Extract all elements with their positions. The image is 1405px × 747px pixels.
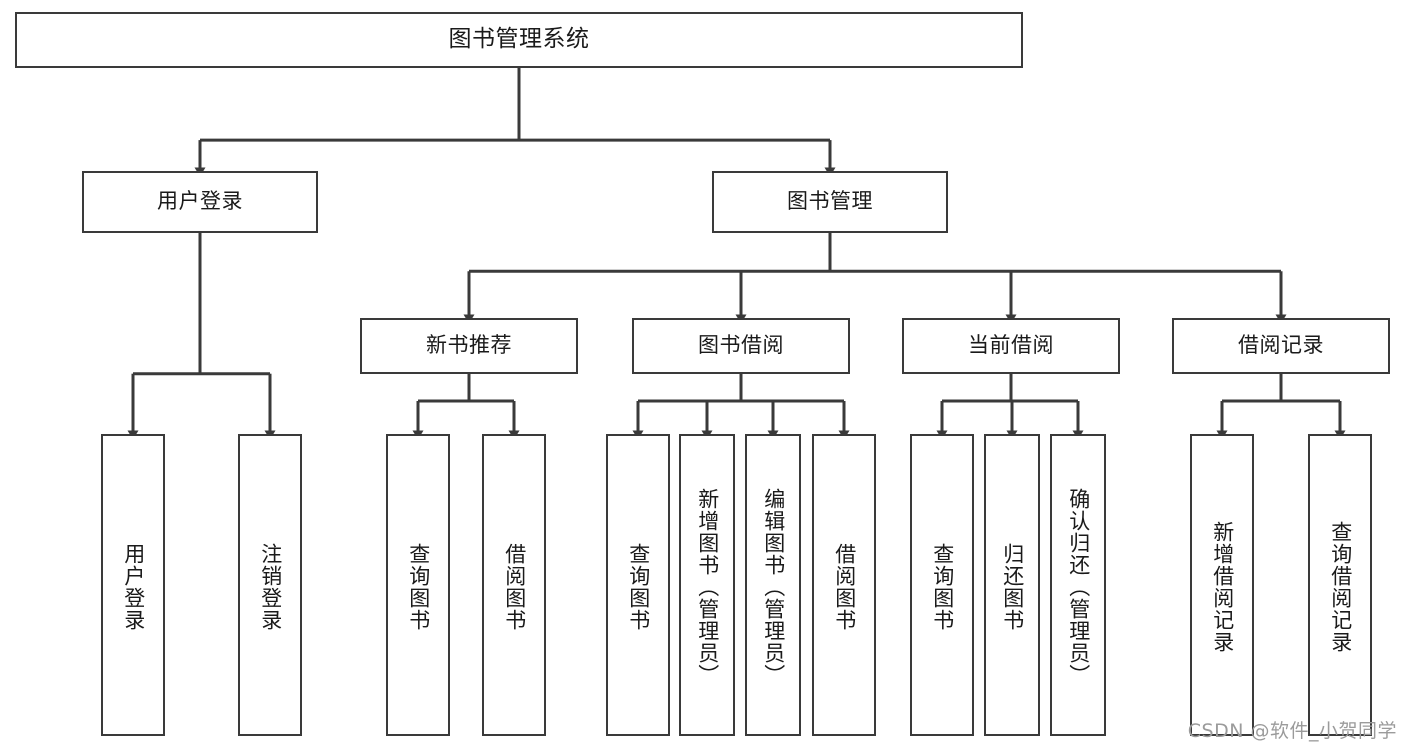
node-leaf-user-login[interactable]: 用户登录 [101, 434, 165, 736]
node-leaf-borrow-book-2[interactable]: 借阅图书 [812, 434, 876, 736]
node-label: 查询借阅记录 [1328, 521, 1353, 653]
node-root[interactable]: 图书管理系统 [15, 12, 1023, 68]
node-label: 查询图书 [626, 543, 651, 631]
node-label: 用户登录 [157, 189, 243, 214]
node-label: 图书借阅 [698, 333, 784, 358]
node-leaf-logout[interactable]: 注销登录 [238, 434, 302, 736]
node-label: 确认归还（管理员） [1066, 488, 1091, 686]
node-book-borrow[interactable]: 图书借阅 [632, 318, 850, 374]
node-label: 用户登录 [121, 543, 146, 631]
node-label: 新增图书（管理员） [695, 488, 720, 686]
node-label: 借阅记录 [1238, 333, 1324, 358]
node-label: 当前借阅 [968, 333, 1054, 358]
watermark: CSDN @软件_小贺同学 [1187, 720, 1397, 742]
node-label: 新增借阅记录 [1210, 521, 1235, 653]
node-leaf-query-book-3[interactable]: 查询图书 [910, 434, 974, 736]
node-leaf-borrow-book-1[interactable]: 借阅图书 [482, 434, 546, 736]
node-label: 借阅图书 [832, 543, 857, 631]
node-new-book-rec[interactable]: 新书推荐 [360, 318, 578, 374]
node-leaf-query-record[interactable]: 查询借阅记录 [1308, 434, 1372, 736]
node-leaf-add-record[interactable]: 新增借阅记录 [1190, 434, 1254, 736]
node-label: 编辑图书（管理员） [761, 488, 786, 686]
node-leaf-edit-book[interactable]: 编辑图书（管理员） [745, 434, 801, 736]
node-user-login[interactable]: 用户登录 [82, 171, 318, 233]
node-leaf-add-book[interactable]: 新增图书（管理员） [679, 434, 735, 736]
node-borrow-record[interactable]: 借阅记录 [1172, 318, 1390, 374]
node-label: 借阅图书 [502, 543, 527, 631]
node-label: 归还图书 [1000, 543, 1025, 631]
node-label: 图书管理系统 [448, 26, 590, 53]
node-book-manage[interactable]: 图书管理 [712, 171, 948, 233]
node-current-borrow[interactable]: 当前借阅 [902, 318, 1120, 374]
node-leaf-confirm-return[interactable]: 确认归还（管理员） [1050, 434, 1106, 736]
node-leaf-query-book-1[interactable]: 查询图书 [386, 434, 450, 736]
node-leaf-query-book-2[interactable]: 查询图书 [606, 434, 670, 736]
node-label: 新书推荐 [426, 333, 512, 358]
node-label: 查询图书 [930, 543, 955, 631]
node-leaf-return-book[interactable]: 归还图书 [984, 434, 1040, 736]
node-label: 图书管理 [787, 189, 873, 214]
node-label: 查询图书 [406, 543, 431, 631]
node-label: 注销登录 [258, 543, 283, 631]
